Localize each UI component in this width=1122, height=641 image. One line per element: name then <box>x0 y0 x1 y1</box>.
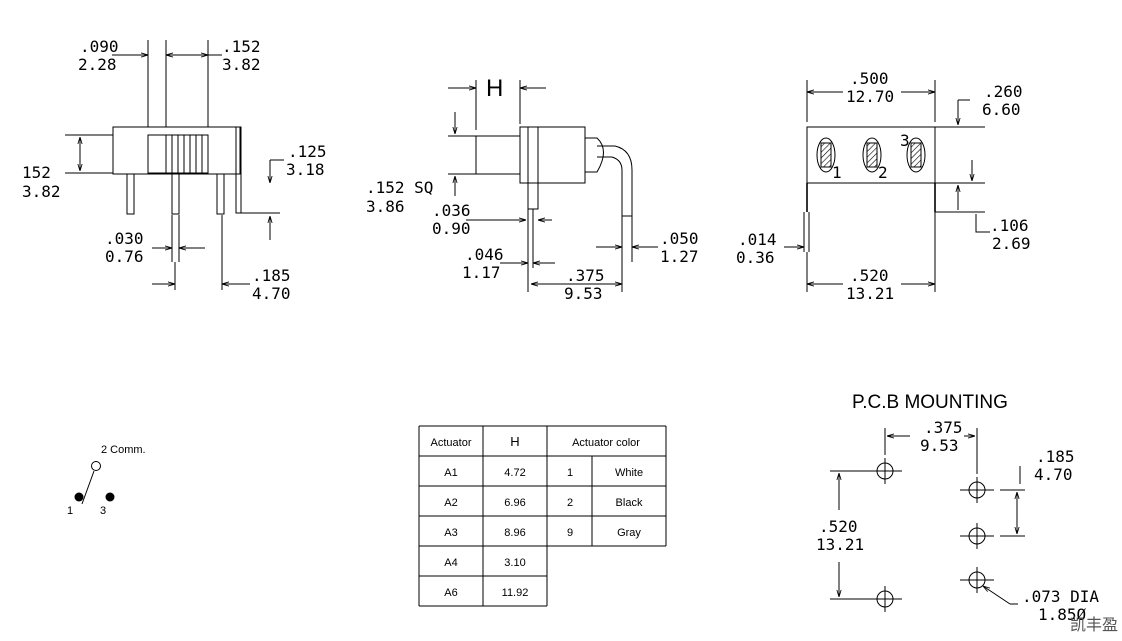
dim-036-mm: 0.90 <box>432 219 471 238</box>
table-cell: A4 <box>444 557 457 569</box>
dim-185-mm: 4.70 <box>252 284 291 303</box>
table-cell: 11.92 <box>502 587 529 599</box>
dim-030-inch: .030 <box>105 229 144 248</box>
dim-090-mm: 2.28 <box>78 55 117 74</box>
side-view: H .152 SQ 3.86 .036 0.90 .046 1.17 .375 … <box>366 75 699 303</box>
table-cell: 9 <box>567 527 573 539</box>
pcb-hole <box>868 586 902 612</box>
pcb-hole <box>960 477 994 503</box>
watermark: 凯丰盈 <box>1070 615 1118 634</box>
dim-pcb-185-mm: 4.70 <box>1034 465 1073 484</box>
table-cell: White <box>615 467 643 479</box>
dim-pcb-520-inch: .520 <box>819 517 858 536</box>
dim-125-mm: 3.18 <box>286 160 325 179</box>
pcb-hole <box>960 523 994 549</box>
dim-left-mm: 3.82 <box>22 182 61 201</box>
dim-014-mm: 0.36 <box>736 248 775 267</box>
table-cell: 8.96 <box>504 527 525 539</box>
dim-pcb-520-mm: 13.21 <box>816 535 864 554</box>
pcb-mounting: P.C.B MOUNTING <box>816 392 1099 624</box>
switch-schematic: 2 Comm. 1 3 <box>67 444 146 517</box>
dim-pcb-375-mm: 9.53 <box>920 436 959 455</box>
dim-520-inch: .520 <box>850 266 889 285</box>
dim-036-inch: .036 <box>432 201 471 220</box>
end-view: 1 2 3 .500 12.70 .260 6.60 .106 2.69 .01… <box>736 69 1031 303</box>
dim-500-inch: .500 <box>850 69 889 88</box>
dim-375-mm: 9.53 <box>564 284 603 303</box>
table-cell: 4.72 <box>504 467 525 479</box>
dim-hole-mm: 1.85Ø <box>1038 605 1087 624</box>
dim-106-inch: .106 <box>990 216 1029 235</box>
dim-pcb-185-inch: .185 <box>1036 447 1075 466</box>
dim-500-mm: 12.70 <box>846 87 894 106</box>
dim-090-inch: .090 <box>80 37 119 56</box>
dim-sq-inch: .152 SQ <box>366 178 433 197</box>
dim-152-inch: .152 <box>222 37 261 56</box>
dim-left-inch: 152 <box>22 163 51 182</box>
dim-260-mm: 6.60 <box>982 100 1021 119</box>
table-cell: A6 <box>444 587 457 599</box>
table-cell: Black <box>616 497 643 509</box>
table-cell: 1 <box>567 467 573 479</box>
dim-185-inch: .185 <box>252 266 291 285</box>
dim-050-inch: .050 <box>660 229 699 248</box>
dim-125-inch: .125 <box>288 142 327 161</box>
dim-hole-inch: .073 DIA <box>1022 587 1099 606</box>
comm-label: 2 Comm. <box>101 444 146 456</box>
table-cell: 3.10 <box>504 557 525 569</box>
dim-106-mm: 2.69 <box>992 234 1031 253</box>
pcb-hole <box>960 567 994 593</box>
dim-014-inch: .014 <box>738 230 777 249</box>
table-cell: 6.96 <box>504 497 525 509</box>
pin-1-label: 1 <box>67 505 73 517</box>
pin-number-1: 1 <box>832 163 842 182</box>
h-label: H <box>486 75 503 102</box>
dim-030-mm: 0.76 <box>105 247 144 266</box>
dim-pcb-375-inch: .375 <box>924 418 963 437</box>
table-cell: A3 <box>444 527 457 539</box>
table-header-actuator: Actuator <box>431 437 472 449</box>
pcb-hole <box>868 458 902 484</box>
dim-046-mm: 1.17 <box>462 263 501 282</box>
table-cell: Gray <box>617 527 641 539</box>
dim-046-inch: .046 <box>465 245 504 264</box>
dim-375-inch: .375 <box>566 266 605 285</box>
table-cell: A2 <box>444 497 457 509</box>
table-header-h: H <box>510 434 519 449</box>
pin-3-label: 3 <box>100 505 106 517</box>
dim-152-mm: 3.82 <box>222 55 261 74</box>
dim-sq-mm: 3.86 <box>366 197 405 216</box>
actuator-table: Actuator H Actuator color A1 4.72 A2 6.9… <box>418 425 667 607</box>
table-cell: A1 <box>444 467 457 479</box>
dim-520-mm: 13.21 <box>846 284 894 303</box>
table-header-color: Actuator color <box>572 437 640 449</box>
dim-260-inch: .260 <box>984 82 1023 101</box>
pin-number-2: 2 <box>878 163 888 182</box>
table-cell: 2 <box>567 497 573 509</box>
dim-050-mm: 1.27 <box>660 247 699 266</box>
pin-number-3: 3 <box>900 131 910 150</box>
pcb-title: P.C.B MOUNTING <box>852 392 1008 413</box>
front-view: .090 2.28 .152 3.82 152 3.82 .125 3.18 .… <box>22 37 327 303</box>
